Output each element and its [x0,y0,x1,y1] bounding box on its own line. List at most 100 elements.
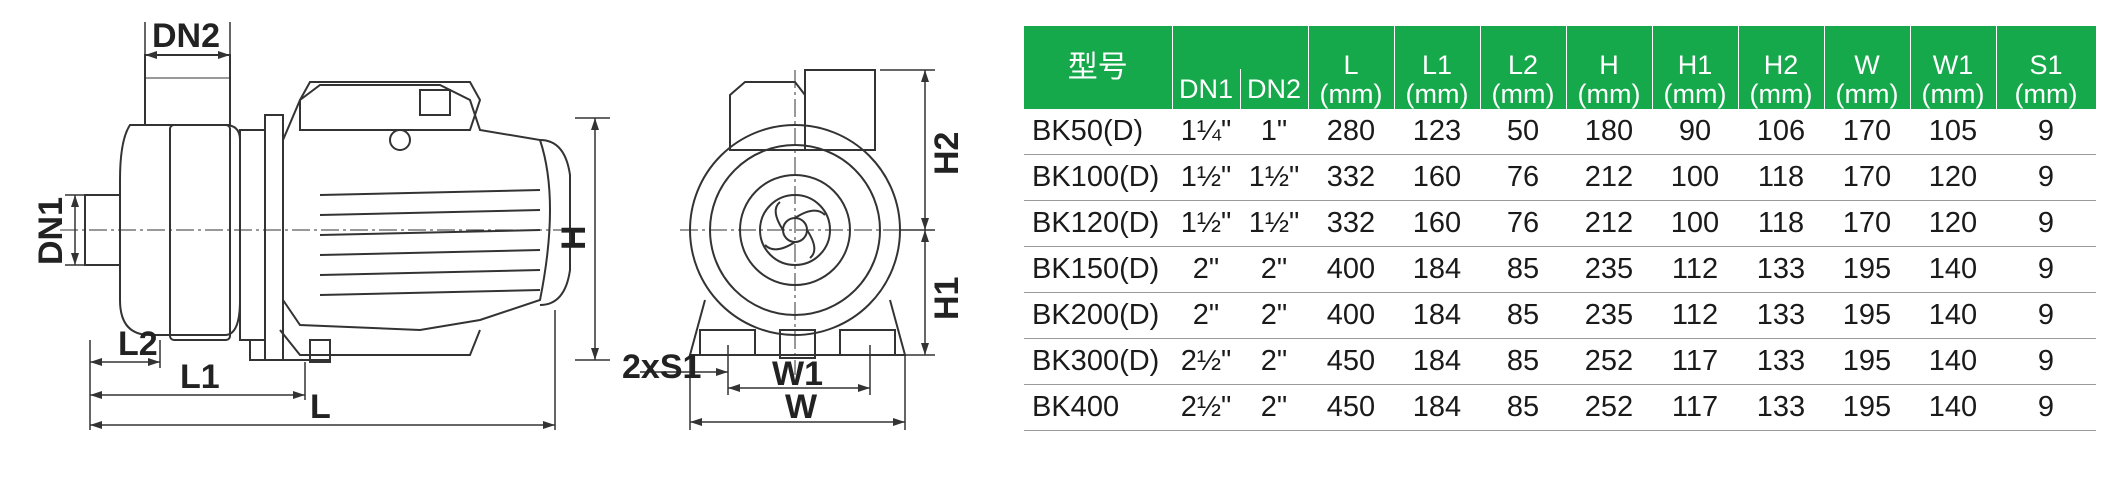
table-cell: 112 [1652,292,1738,339]
col-header-w1: W1(mm) [1910,26,1997,109]
table-cell: 332 [1308,200,1394,247]
w-label: W [785,388,818,426]
table-header: 型号 L(mm) L1(mm) L2(mm) H(mm) H1(mm) H2(m… [1024,26,2097,109]
header-row-2: DN1 DN2 [1024,69,2096,109]
table-cell: 9 [1996,338,2096,385]
model-cell: BK150(D) [1024,246,1172,293]
w1-label: W1 [772,355,823,393]
table-cell: 280 [1308,109,1394,155]
table-cell: 9 [1996,154,2096,201]
dn2-label: DN2 [152,17,220,55]
table-cell: 184 [1394,338,1480,385]
table-cell: 9 [1996,292,2096,339]
col-header-dn1: DN1 [1172,69,1241,109]
table-cell: 180 [1566,109,1652,155]
col-header-h1: H1(mm) [1652,26,1739,109]
table-cell: 184 [1394,384,1480,431]
table-cell: 1¼" [1172,109,1240,155]
table-cell: 85 [1480,246,1566,293]
table-cell: 252 [1566,384,1652,431]
table-cell: 140 [1910,292,1996,339]
table-cell: 1½" [1240,154,1308,201]
l-label: L [310,388,331,426]
table-cell: 2" [1172,246,1240,293]
dn1-label: DN1 [32,197,70,265]
table-cell: 9 [1996,109,2096,155]
table-cell: 195 [1824,246,1910,293]
table-cell: 118 [1738,200,1824,247]
table-cell: 170 [1824,109,1910,155]
table-cell: 332 [1308,154,1394,201]
table-cell: 195 [1824,384,1910,431]
table-cell: 90 [1652,109,1738,155]
table-cell: 184 [1394,292,1480,339]
table-cell: 2" [1240,384,1308,431]
table-cell: 400 [1308,246,1394,293]
table-cell: 118 [1738,154,1824,201]
h-label: H [555,225,593,250]
side-view [60,22,610,430]
table-cell: 195 [1824,292,1910,339]
front-view-arrows [690,70,929,426]
table-cell: 140 [1910,338,1996,385]
col-header-s1: S1(mm) [1996,26,2097,109]
table-cell: 184 [1394,246,1480,293]
table-cell: 100 [1652,154,1738,201]
side-view-arrows [71,51,599,429]
table-cell: 235 [1566,292,1652,339]
table-cell: 2" [1172,292,1240,339]
col-header-l: L(mm) [1308,26,1395,109]
pump-drawings: DN2 DN1 L2 L1 L H H2 H1 2xS1 W1 W [0,0,1010,504]
col-header-h: H(mm) [1566,26,1653,109]
table-cell: 140 [1910,384,1996,431]
table-cell: 9 [1996,384,2096,431]
table-cell: 160 [1394,154,1480,201]
model-header: 型号 [1024,26,1173,109]
table-cell: 2" [1240,292,1308,339]
table-cell: 2" [1240,246,1308,293]
table-cell: 170 [1824,200,1910,247]
table-cell: 117 [1652,338,1738,385]
table-cell: 252 [1566,338,1652,385]
table-cell: 133 [1738,292,1824,339]
model-cell: BK400 [1024,384,1172,431]
table-cell: 450 [1308,338,1394,385]
header-row-1: 型号 L(mm) L1(mm) L2(mm) H(mm) H1(mm) H2(m… [1024,26,2097,109]
table-cell: 133 [1738,338,1824,385]
table-cell: 85 [1480,384,1566,431]
l2-label: L2 [118,325,158,363]
table-cell: 106 [1738,109,1824,155]
model-cell: BK300(D) [1024,338,1172,385]
model-cell: BK50(D) [1024,109,1172,155]
h1-label: H1 [928,277,966,320]
table-cell: 235 [1566,246,1652,293]
table-cell: 76 [1480,200,1566,247]
table-cell: 76 [1480,154,1566,201]
table-cell: 133 [1738,246,1824,293]
s1-label: 2xS1 [622,348,701,386]
table-cell: 400 [1308,292,1394,339]
table-cell: 112 [1652,246,1738,293]
l1-label: L1 [180,358,220,396]
table-cell: 100 [1652,200,1738,247]
col-header-l1: L1(mm) [1394,26,1481,109]
model-cell: BK100(D) [1024,154,1172,201]
table-cell: 133 [1738,384,1824,431]
table-cell: 1½" [1172,200,1240,247]
pump-dimension-drawing: DN2 DN1 L2 L1 L H H2 H1 2xS1 W1 W [32,17,966,430]
table-cell: 123 [1394,109,1480,155]
table-cell: 2½" [1172,338,1240,385]
front-view [640,69,935,430]
table-cell: 50 [1480,109,1566,155]
table-cell: 1½" [1240,200,1308,247]
table-cell: 212 [1566,200,1652,247]
col-header-h2: H2(mm) [1738,26,1825,109]
col-header-dn2: DN2 [1240,69,1309,109]
table-cell: 2" [1240,338,1308,385]
